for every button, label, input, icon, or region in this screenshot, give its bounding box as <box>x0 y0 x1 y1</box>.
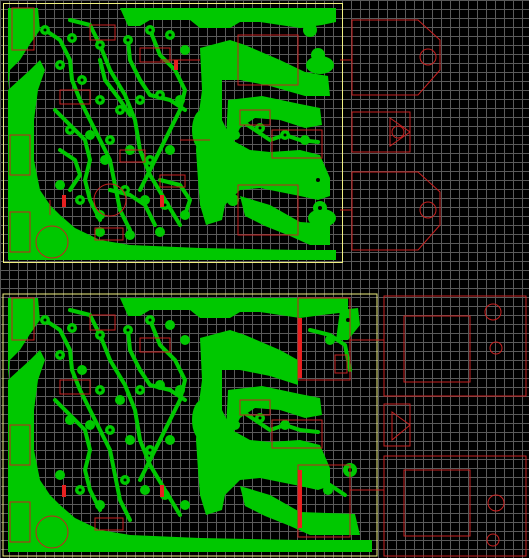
heatsink-footprint[interactable] <box>383 403 411 447</box>
upper-right-trace <box>240 196 330 245</box>
upper-copper-layer <box>8 8 336 260</box>
transistor-footprint[interactable] <box>340 19 441 96</box>
heatsink-footprint[interactable] <box>383 295 527 397</box>
lower-heatsink-footprints <box>350 295 527 557</box>
lower-board[interactable] <box>2 293 527 557</box>
transistor-footprint[interactable] <box>340 171 441 251</box>
lower-drill-holes <box>43 318 352 492</box>
heatsink-footprint[interactable] <box>383 455 527 557</box>
lower-traces <box>43 308 352 522</box>
lower-board-outline <box>2 293 378 557</box>
lower-connector-pads <box>8 298 212 540</box>
upper-drill-holes <box>43 28 322 210</box>
upper-transistor-footprints <box>340 19 441 251</box>
upper-top-rail <box>120 8 336 28</box>
upper-silkscreen <box>9 7 323 259</box>
upper-highlights <box>62 60 178 207</box>
upper-left-pour <box>8 60 336 260</box>
lower-highlights <box>62 318 302 528</box>
upper-board[interactable] <box>8 7 441 260</box>
upper-power-pour <box>196 40 330 225</box>
transistor-footprint[interactable] <box>351 111 411 153</box>
upper-board-outline <box>3 3 343 263</box>
